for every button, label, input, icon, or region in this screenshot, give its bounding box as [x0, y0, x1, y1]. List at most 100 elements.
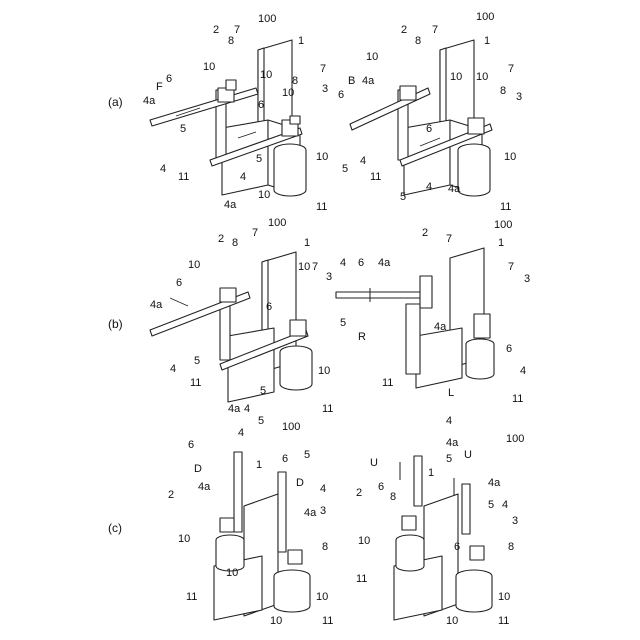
reference-numeral: 1: [484, 35, 490, 47]
reference-numeral: 2: [218, 233, 224, 245]
reference-numeral: 8: [322, 541, 328, 553]
reference-numeral: 4: [320, 483, 326, 495]
reference-numeral: 6: [188, 439, 194, 451]
reference-numeral: F: [156, 81, 163, 93]
reference-numeral: 11: [498, 615, 509, 627]
reference-numeral: 5: [180, 123, 186, 135]
reference-numeral: 8: [500, 85, 506, 97]
reference-numeral: U: [370, 457, 378, 469]
reference-numeral: 6: [282, 453, 288, 465]
reference-numeral: 4: [170, 363, 176, 375]
reference-numeral: 11: [382, 377, 393, 389]
reference-numeral: 5: [304, 449, 310, 461]
reference-numeral: 2: [422, 227, 428, 239]
reference-numeral: 6: [426, 123, 432, 135]
reference-numeral: 11: [186, 591, 197, 603]
reference-numeral: 2: [356, 487, 362, 499]
reference-numeral: 5: [488, 499, 494, 511]
reference-numeral: 3: [326, 271, 332, 283]
reference-numeral: 2: [401, 24, 407, 36]
reference-numeral: 4: [238, 427, 244, 439]
reference-numeral: R: [358, 331, 366, 343]
reference-numeral: 5: [256, 153, 262, 165]
reference-numeral: 10: [298, 261, 310, 273]
reference-numeral: 2: [213, 24, 219, 36]
reference-numeral: 10: [446, 615, 458, 627]
reference-numeral: 8: [232, 237, 238, 249]
reference-numeral: 8: [292, 75, 298, 87]
reference-numeral: 4: [244, 403, 250, 415]
reference-numeral: 4a: [362, 75, 375, 87]
reference-numeral: 10: [178, 533, 190, 545]
reference-numeral: 1: [428, 467, 434, 479]
reference-numeral: 4: [340, 257, 346, 269]
reference-numeral: 10: [358, 535, 370, 547]
reference-numeral: 100: [476, 11, 494, 23]
reference-numeral: 8: [390, 491, 396, 503]
reference-numeral: 10: [203, 61, 215, 73]
reference-numeral: 10: [282, 87, 294, 99]
reference-numeral: 3: [524, 273, 530, 285]
diagram-c-right: [394, 456, 492, 620]
reference-numeral: 11: [316, 201, 327, 213]
reference-numeral: 100: [282, 421, 300, 433]
reference-numeral: 6: [266, 301, 272, 313]
reference-numeral: 4a: [224, 199, 237, 211]
reference-numeral: 4: [240, 171, 246, 183]
reference-numeral: 5: [400, 191, 406, 203]
diagram-a-left: [150, 40, 306, 196]
reference-numeral: 6: [358, 257, 364, 269]
reference-numeral: 10: [498, 591, 510, 603]
reference-numeral: 4a: [434, 321, 447, 333]
reference-numeral: 5: [446, 453, 452, 465]
reference-numeral: 3: [322, 83, 328, 95]
reference-numeral: 11: [322, 403, 333, 415]
reference-numeral: 1: [298, 35, 304, 47]
reference-numeral: 4: [446, 415, 452, 427]
reference-numeral: 100: [494, 219, 512, 231]
reference-numeral: 7: [252, 227, 258, 239]
reference-numeral: 10: [476, 71, 488, 83]
reference-numeral: 10: [188, 259, 200, 271]
panel-label-a: (a): [108, 95, 123, 109]
reference-numeral: 11: [190, 377, 201, 389]
panel-label-b: (b): [108, 317, 123, 331]
reference-numeral: 2: [168, 489, 174, 501]
reference-numeral: 4a: [228, 403, 241, 415]
reference-numeral: 10: [226, 567, 238, 579]
reference-numeral: 4a: [143, 95, 156, 107]
reference-numeral: 6: [176, 277, 182, 289]
reference-numeral: U: [464, 449, 472, 461]
reference-numeral: L: [448, 387, 454, 399]
panel-label-c: (c): [108, 521, 122, 535]
reference-numeral: 5: [258, 415, 264, 427]
reference-numeral: 4: [426, 181, 432, 193]
reference-numeral: 6: [454, 541, 460, 553]
reference-numeral: 10: [316, 591, 328, 603]
reference-numeral: 7: [508, 63, 514, 75]
reference-numeral: 10: [504, 151, 516, 163]
reference-numeral: 100: [506, 433, 524, 445]
reference-numeral: 3: [320, 505, 326, 517]
reference-numeral: 10: [366, 51, 378, 63]
reference-numeral: 11: [500, 201, 511, 213]
reference-numeral: 3: [512, 515, 518, 527]
reference-numeral: 7: [320, 63, 326, 75]
reference-numeral: 8: [228, 35, 234, 47]
reference-numeral: 6: [258, 99, 264, 111]
reference-numeral: 4a: [198, 481, 211, 493]
reference-numeral: 4: [520, 365, 526, 377]
reference-numeral: 4: [160, 163, 166, 175]
reference-numeral: D: [194, 463, 202, 475]
reference-numeral: 10: [258, 189, 270, 201]
reference-numeral: 4a: [150, 299, 163, 311]
callouts-a-right: 2 7 100 8 1 10 B 4a 10 6 10 7 8 3 6 5 4 …: [338, 11, 522, 213]
reference-numeral: 100: [268, 217, 286, 229]
reference-numeral: 1: [498, 237, 504, 249]
reference-numeral: 11: [178, 171, 189, 183]
reference-numeral: 7: [446, 233, 452, 245]
reference-numeral: D: [296, 477, 304, 489]
reference-numeral: 3: [516, 91, 522, 103]
reference-numeral: 4a: [446, 437, 459, 449]
